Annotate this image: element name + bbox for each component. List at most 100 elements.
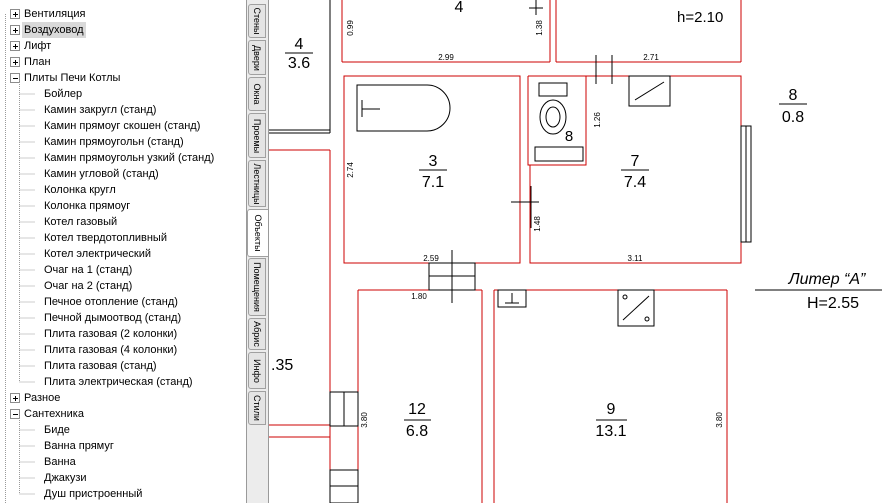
tree-item[interactable]: Котел газовый bbox=[0, 214, 246, 230]
room-4-area: 3.6 bbox=[288, 55, 310, 72]
height-label: h=2.10 bbox=[677, 9, 723, 26]
expand-plus-icon[interactable] bbox=[10, 9, 20, 19]
tree-item-label: Ванна прямуг bbox=[44, 440, 114, 452]
tab-10[interactable]: Стили bbox=[248, 391, 266, 425]
tree-item-label: Плита газовая (станд) bbox=[44, 360, 157, 372]
collapse-minus-icon[interactable] bbox=[10, 73, 20, 83]
tree-item[interactable]: Котел твердотопливный bbox=[0, 230, 246, 246]
dim-3-80-left: 3.80 bbox=[360, 412, 369, 428]
tab-1[interactable]: Стены bbox=[248, 4, 266, 38]
dim-2-59: 2.59 bbox=[423, 254, 439, 263]
tree-item[interactable]: Камин прямоугольн (станд) bbox=[0, 134, 246, 150]
tree-item[interactable]: Очаг на 2 (станд) bbox=[0, 278, 246, 294]
tree-item-label: Плиты Печи Котлы bbox=[24, 72, 121, 84]
tree-item[interactable]: Плита газовая (станд) bbox=[0, 358, 246, 374]
doors bbox=[329, 0, 613, 503]
tree-item[interactable]: Плита газовая (2 колонки) bbox=[0, 326, 246, 342]
tree-item-label: Очаг на 2 (станд) bbox=[44, 280, 133, 292]
tree-item[interactable]: Очаг на 1 (станд) bbox=[0, 262, 246, 278]
dim-1-80: 1.80 bbox=[411, 292, 427, 301]
dim-2-71: 2.71 bbox=[643, 53, 659, 62]
tab-8[interactable]: Абрис bbox=[248, 318, 266, 350]
tree-item[interactable]: Ванна bbox=[0, 454, 246, 470]
tree-item[interactable]: Биде bbox=[0, 422, 246, 438]
room-12-area: 6.8 bbox=[406, 423, 428, 440]
tree-item[interactable]: Разное bbox=[0, 390, 246, 406]
tree-item[interactable]: Плиты Печи Котлы bbox=[0, 70, 246, 86]
bathtub-icon bbox=[356, 84, 451, 132]
tree-item-label: Воздуховод bbox=[22, 22, 86, 38]
tab-9[interactable]: Инфо bbox=[248, 352, 266, 389]
tree-item[interactable]: Камин прямоуг скошен (станд) bbox=[0, 118, 246, 134]
tab-3[interactable]: Окна bbox=[248, 77, 266, 111]
tree-item-label: Плита газовая (4 колонки) bbox=[44, 344, 178, 356]
tab-5[interactable]: Лестницы bbox=[248, 160, 266, 207]
tree-item-label: Разное bbox=[24, 392, 61, 404]
tree-item-label: Вентиляция bbox=[24, 8, 86, 20]
tree-item[interactable]: Вентиляция bbox=[0, 6, 246, 22]
tree-item[interactable]: Камин закругл (станд) bbox=[0, 102, 246, 118]
tree-item[interactable]: Колонка прямоуг bbox=[0, 198, 246, 214]
tab-2[interactable]: Двери bbox=[248, 40, 266, 75]
tree-item-label: Колонка прямоуг bbox=[44, 200, 131, 212]
tree-item[interactable]: Печной дымоотвод (станд) bbox=[0, 310, 246, 326]
liter-height: H=2.55 bbox=[807, 295, 859, 312]
expand-plus-icon[interactable] bbox=[10, 41, 20, 51]
boiler-icon bbox=[617, 289, 655, 327]
tree-item-label: Камин прямоуг скошен (станд) bbox=[44, 120, 201, 132]
collapse-minus-icon[interactable] bbox=[10, 409, 20, 419]
room-4-number: 4 bbox=[295, 36, 304, 53]
tree-item-label: Ванна bbox=[44, 456, 76, 468]
tab-label: Абрис bbox=[252, 321, 262, 347]
tree-item[interactable]: Камин угловой (станд) bbox=[0, 166, 246, 182]
dim-2-99: 2.99 bbox=[438, 53, 454, 62]
tree-item[interactable]: Печное отопление (станд) bbox=[0, 294, 246, 310]
room-9-area: 13.1 bbox=[595, 423, 626, 440]
room-7-number: 7 bbox=[631, 153, 640, 170]
toilet-icon bbox=[538, 82, 568, 135]
tree-item-label: Камин угловой (станд) bbox=[44, 168, 159, 180]
tab-4[interactable]: Проемы bbox=[248, 113, 266, 158]
expand-plus-icon[interactable] bbox=[10, 25, 20, 35]
tree-item-label: Сантехника bbox=[24, 408, 84, 420]
tree-item[interactable]: Воздуховод bbox=[0, 22, 246, 38]
tree-item[interactable]: План bbox=[0, 54, 246, 70]
floor-plan-canvas[interactable]: 4 3.6 4 h=2.10 3 7.1 8 7 7.4 8 0.8 12 6.… bbox=[269, 0, 882, 503]
tree-item[interactable]: Котел электрический bbox=[0, 246, 246, 262]
tree-item-label: Камин закругл (станд) bbox=[44, 104, 157, 116]
tree-item-label: Печное отопление (станд) bbox=[44, 296, 178, 308]
tree-item-label: Очаг на 1 (станд) bbox=[44, 264, 133, 276]
tree-item[interactable]: Плита электрическая (станд) bbox=[0, 374, 246, 390]
tree-item[interactable]: Камин прямоугольн узкий (станд) bbox=[0, 150, 246, 166]
tree-item-label: Бойлер bbox=[44, 88, 83, 100]
room-8-number: 8 bbox=[789, 87, 798, 104]
tree-item[interactable]: Ванна прямуг bbox=[0, 438, 246, 454]
tab-label: Стили bbox=[252, 395, 262, 421]
tree-item-label: Биде bbox=[44, 424, 70, 436]
tree-item[interactable]: Джакузи bbox=[0, 470, 246, 486]
room-fraction-bars bbox=[285, 52, 869, 421]
sink-icon bbox=[497, 289, 527, 308]
tab-7[interactable]: Помещения bbox=[248, 258, 266, 316]
room-3-number: 3 bbox=[429, 153, 438, 170]
tree-item[interactable]: Колонка кругл bbox=[0, 182, 246, 198]
tree-item-label: Котел электрический bbox=[44, 248, 152, 260]
tab-6[interactable]: Объекты bbox=[247, 209, 268, 257]
expand-plus-icon[interactable] bbox=[10, 57, 20, 67]
tree-item[interactable]: Сантехника bbox=[0, 406, 246, 422]
room-9-number: 9 bbox=[607, 401, 616, 418]
dim-3-11: 3.11 bbox=[628, 254, 644, 263]
tab-label: Двери bbox=[252, 44, 262, 71]
tree-item[interactable]: Лифт bbox=[0, 38, 246, 54]
tab-label: Окна bbox=[252, 83, 262, 105]
expand-plus-icon[interactable] bbox=[10, 393, 20, 403]
red-walls bbox=[269, 0, 742, 503]
tab-label: Объекты bbox=[253, 214, 263, 252]
tree-item-label: Камин прямоугольн узкий (станд) bbox=[44, 152, 215, 164]
tree-item[interactable]: Душ пристроенный bbox=[0, 486, 246, 502]
tab-label: Лестницы bbox=[252, 162, 262, 205]
tree-item[interactable]: Плита газовая (4 колонки) bbox=[0, 342, 246, 358]
tree-item-label: Печной дымоотвод (станд) bbox=[44, 312, 182, 324]
tree-item[interactable]: Бойлер bbox=[0, 86, 246, 102]
